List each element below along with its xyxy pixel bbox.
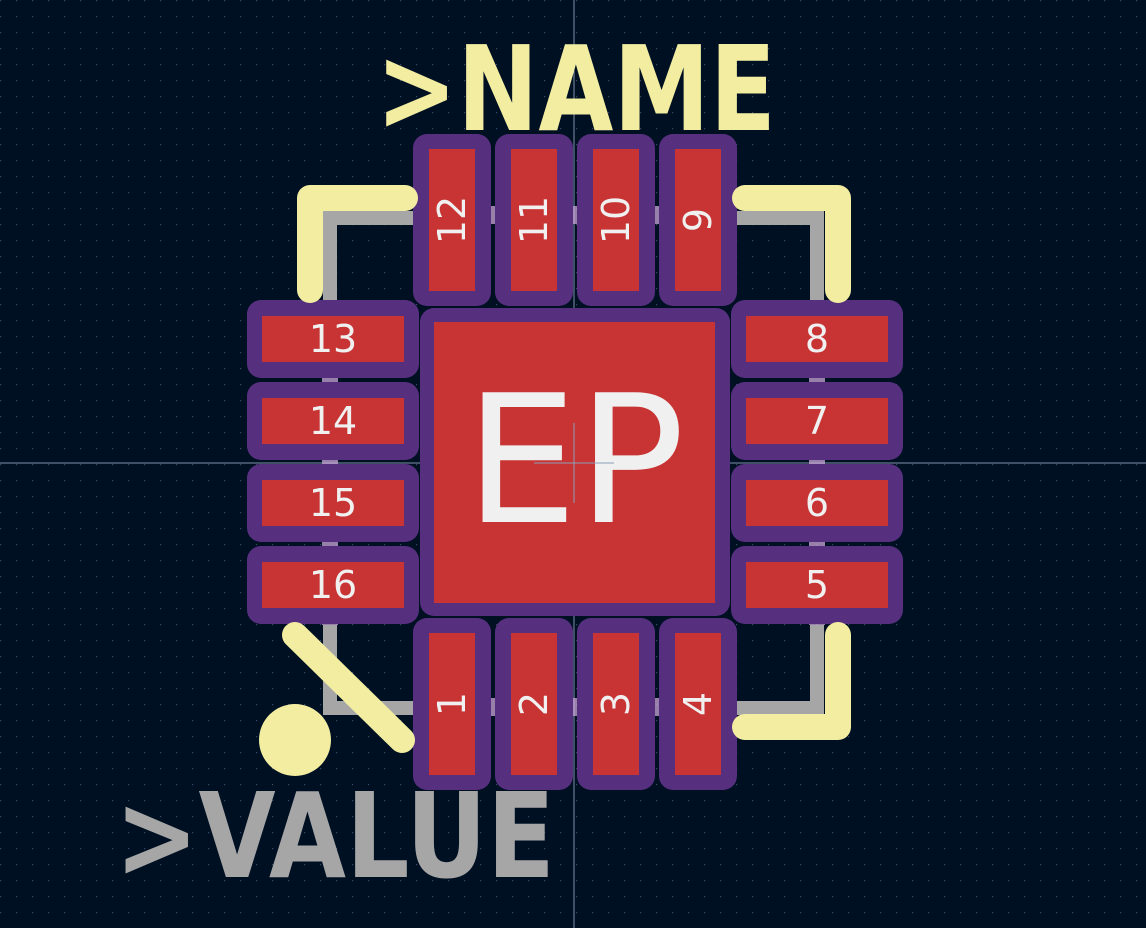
pad-copper (746, 316, 888, 362)
value-label[interactable]: >VALUE (115, 767, 555, 905)
pad-copper (746, 562, 888, 608)
pad-number-label: 11 (512, 196, 556, 244)
pad-number-label: 5 (805, 563, 829, 607)
pad-copper (511, 633, 557, 775)
pads-right-side: 8 7 6 5 (731, 300, 903, 625)
exposed-pad-label: EP (465, 357, 685, 564)
exposed-pad[interactable]: EP (420, 308, 730, 616)
fab-outline-top-right (733, 211, 824, 300)
pad-6[interactable]: 6 (731, 464, 903, 542)
pads-left-side: 13 14 15 16 (247, 300, 419, 625)
pad-number-label: 10 (594, 196, 638, 244)
pad-14[interactable]: 14 (247, 382, 419, 460)
pad-15[interactable]: 15 (247, 464, 419, 542)
pad-3[interactable]: 3 (577, 618, 655, 790)
silk-corner-top-left (297, 185, 418, 303)
pad-5[interactable]: 5 (731, 546, 903, 624)
pad-9[interactable]: 9 (659, 134, 737, 306)
pad-copper (511, 149, 557, 291)
courtyard-stripe-left (322, 300, 338, 625)
fab-outline-top-left (323, 211, 415, 300)
pad-number-label: 15 (309, 481, 357, 525)
pad-12[interactable]: 12 (413, 134, 491, 306)
pad-10[interactable]: 10 (577, 134, 655, 306)
pad-number-label: 4 (676, 692, 720, 716)
pad-copper (262, 316, 404, 362)
pad-copper (429, 633, 475, 775)
fab-outline-bottom-right (733, 625, 824, 715)
pad-copper (429, 149, 475, 291)
pad-copper (262, 562, 404, 608)
pad-number-label: 8 (805, 317, 829, 361)
pad-number-label: 9 (676, 208, 720, 232)
pad-copper (746, 480, 888, 526)
pad-number-label: 1 (430, 692, 474, 716)
silk-corner-bottom-right (732, 622, 851, 740)
pad-copper (675, 149, 721, 291)
reference-designator-label[interactable]: >NAME (376, 20, 776, 158)
pin1-marker-dot (259, 704, 331, 776)
pad-copper (593, 633, 639, 775)
pad-8[interactable]: 8 (731, 300, 903, 378)
pad-2[interactable]: 2 (495, 618, 573, 790)
pad-13[interactable]: 13 (247, 300, 419, 378)
pad-number-label: 3 (594, 692, 638, 716)
pad-copper (675, 633, 721, 775)
silk-pin1-chamfer (282, 622, 415, 753)
pad-1[interactable]: 1 (413, 618, 491, 790)
pad-copper (746, 398, 888, 444)
pad-number-label: 14 (309, 399, 357, 443)
pad-number-label: 16 (309, 563, 357, 607)
pad-number-label: 2 (512, 692, 556, 716)
pads-top-side: 12 11 10 9 (413, 134, 737, 306)
pad-number-label: 13 (309, 317, 357, 361)
silk-corner-top-right (732, 185, 851, 303)
pad-11[interactable]: 11 (495, 134, 573, 306)
pad-copper (262, 398, 404, 444)
pad-copper (262, 480, 404, 526)
pads-bottom-side: 1 2 3 4 (413, 618, 737, 790)
pad-number-label: 12 (430, 196, 474, 244)
pad-4[interactable]: 4 (659, 618, 737, 790)
pad-copper (593, 149, 639, 291)
pad-number-label: 6 (805, 481, 829, 525)
pad-number-label: 7 (805, 399, 829, 443)
courtyard-stripe-right (809, 300, 825, 625)
pad-7[interactable]: 7 (731, 382, 903, 460)
pad-16[interactable]: 16 (247, 546, 419, 624)
